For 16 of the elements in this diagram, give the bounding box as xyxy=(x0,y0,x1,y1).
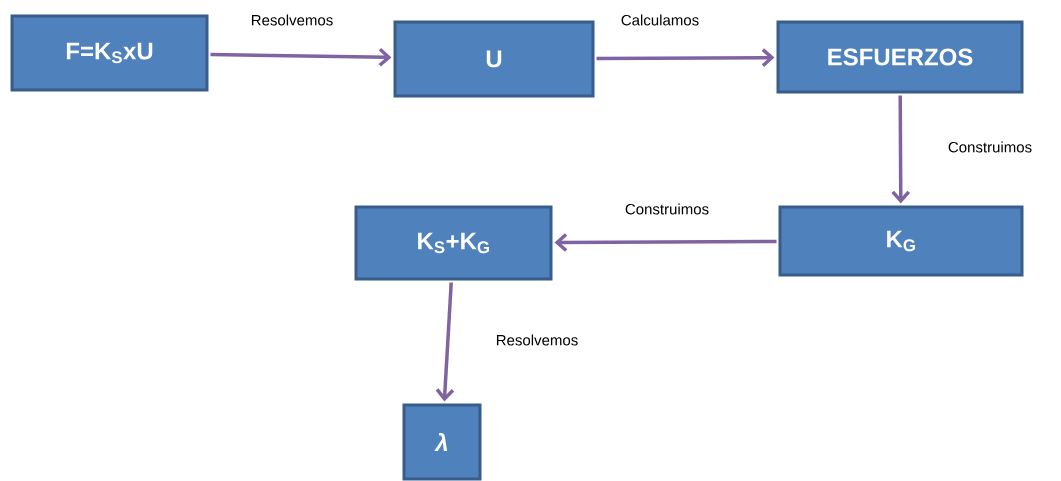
process-box: U xyxy=(393,20,595,98)
process-box: λ xyxy=(402,403,482,481)
process-box: ESFUERZOS xyxy=(776,20,1024,94)
edge-label: Calculamos xyxy=(619,13,701,27)
arrow xyxy=(596,48,775,67)
edge-label: Construimos xyxy=(623,202,711,216)
arrow xyxy=(891,95,911,204)
edge-label: Resolvemos xyxy=(249,13,335,27)
process-box: K$_{G}$ xyxy=(778,205,1024,277)
edge-label: Construimos xyxy=(946,140,1034,154)
process-box: K$_{S}$+K$_{G}$ xyxy=(354,205,553,281)
process-box: F=K$_{S}$xU xyxy=(10,14,209,92)
arrow xyxy=(210,47,392,67)
arrow xyxy=(554,233,777,252)
arrow xyxy=(435,282,455,402)
edge-label: Resolvemos xyxy=(494,333,580,347)
